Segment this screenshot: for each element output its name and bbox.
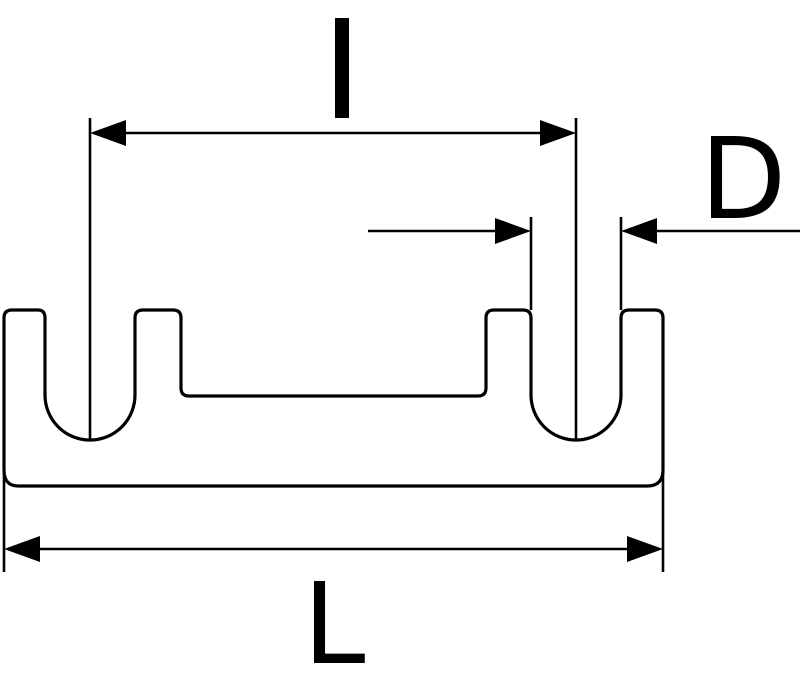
pin-spacing-left-arrow — [90, 120, 126, 146]
overall-length-right-arrow — [627, 536, 663, 562]
diameter-right-arrow — [621, 218, 657, 244]
pin-spacing-label: l — [341, 110, 344, 121]
pin-spacing-label-glyph — [335, 18, 349, 118]
part-outline — [2, 308, 665, 488]
overall-length-left-arrow — [4, 536, 40, 562]
pin-diameter-label: D — [700, 115, 786, 245]
diameter-left-arrow — [495, 218, 531, 244]
overall-length-label: L — [303, 560, 365, 690]
pin-spacing-right-arrow — [540, 120, 576, 146]
